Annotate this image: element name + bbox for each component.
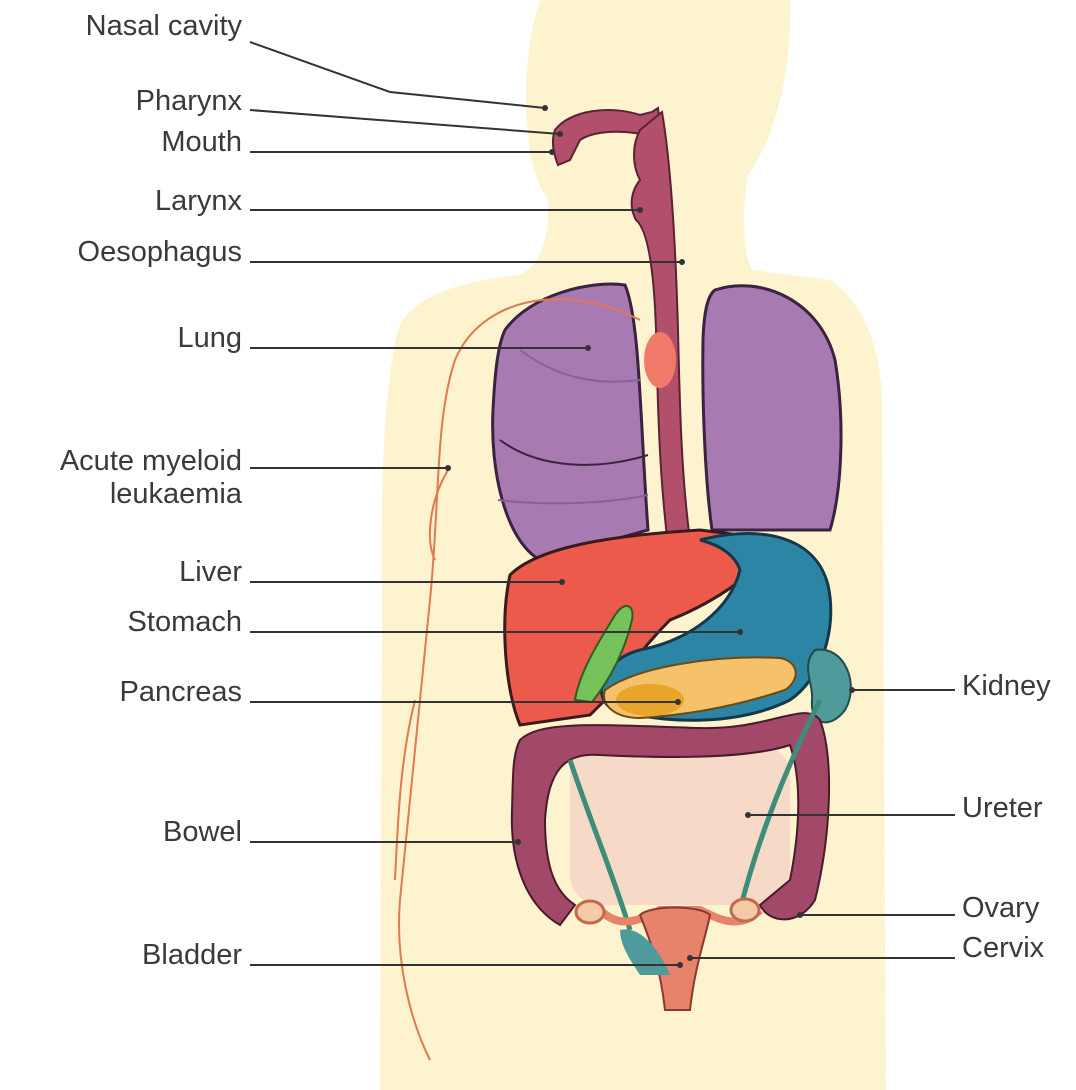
label-stomach: Stomach: [128, 606, 242, 638]
label-cervix: Cervix: [962, 932, 1044, 964]
label-bowel: Bowel: [163, 816, 242, 848]
label-ureter: Ureter: [962, 792, 1043, 824]
label-nasal-cavity: Nasal cavity: [86, 10, 242, 42]
label-larynx: Larynx: [155, 185, 242, 217]
label-oesophagus: Oesophagus: [78, 236, 242, 268]
label-pancreas: Pancreas: [119, 676, 242, 708]
label-lung: Lung: [177, 322, 242, 354]
bronchus-blob: [644, 332, 676, 388]
label-mouth: Mouth: [161, 126, 242, 158]
label-ovary: Ovary: [962, 892, 1039, 924]
label-aml-line1: Acute myeloid: [60, 445, 242, 477]
label-liver: Liver: [179, 556, 242, 588]
label-bladder: Bladder: [142, 939, 242, 971]
pancreas-head: [616, 684, 684, 716]
label-aml-line2: leukaemia: [110, 478, 242, 510]
label-pharynx: Pharynx: [136, 85, 242, 117]
small-intestine: [570, 745, 790, 905]
lung-left: [493, 284, 648, 560]
label-kidney: Kidney: [962, 670, 1051, 702]
